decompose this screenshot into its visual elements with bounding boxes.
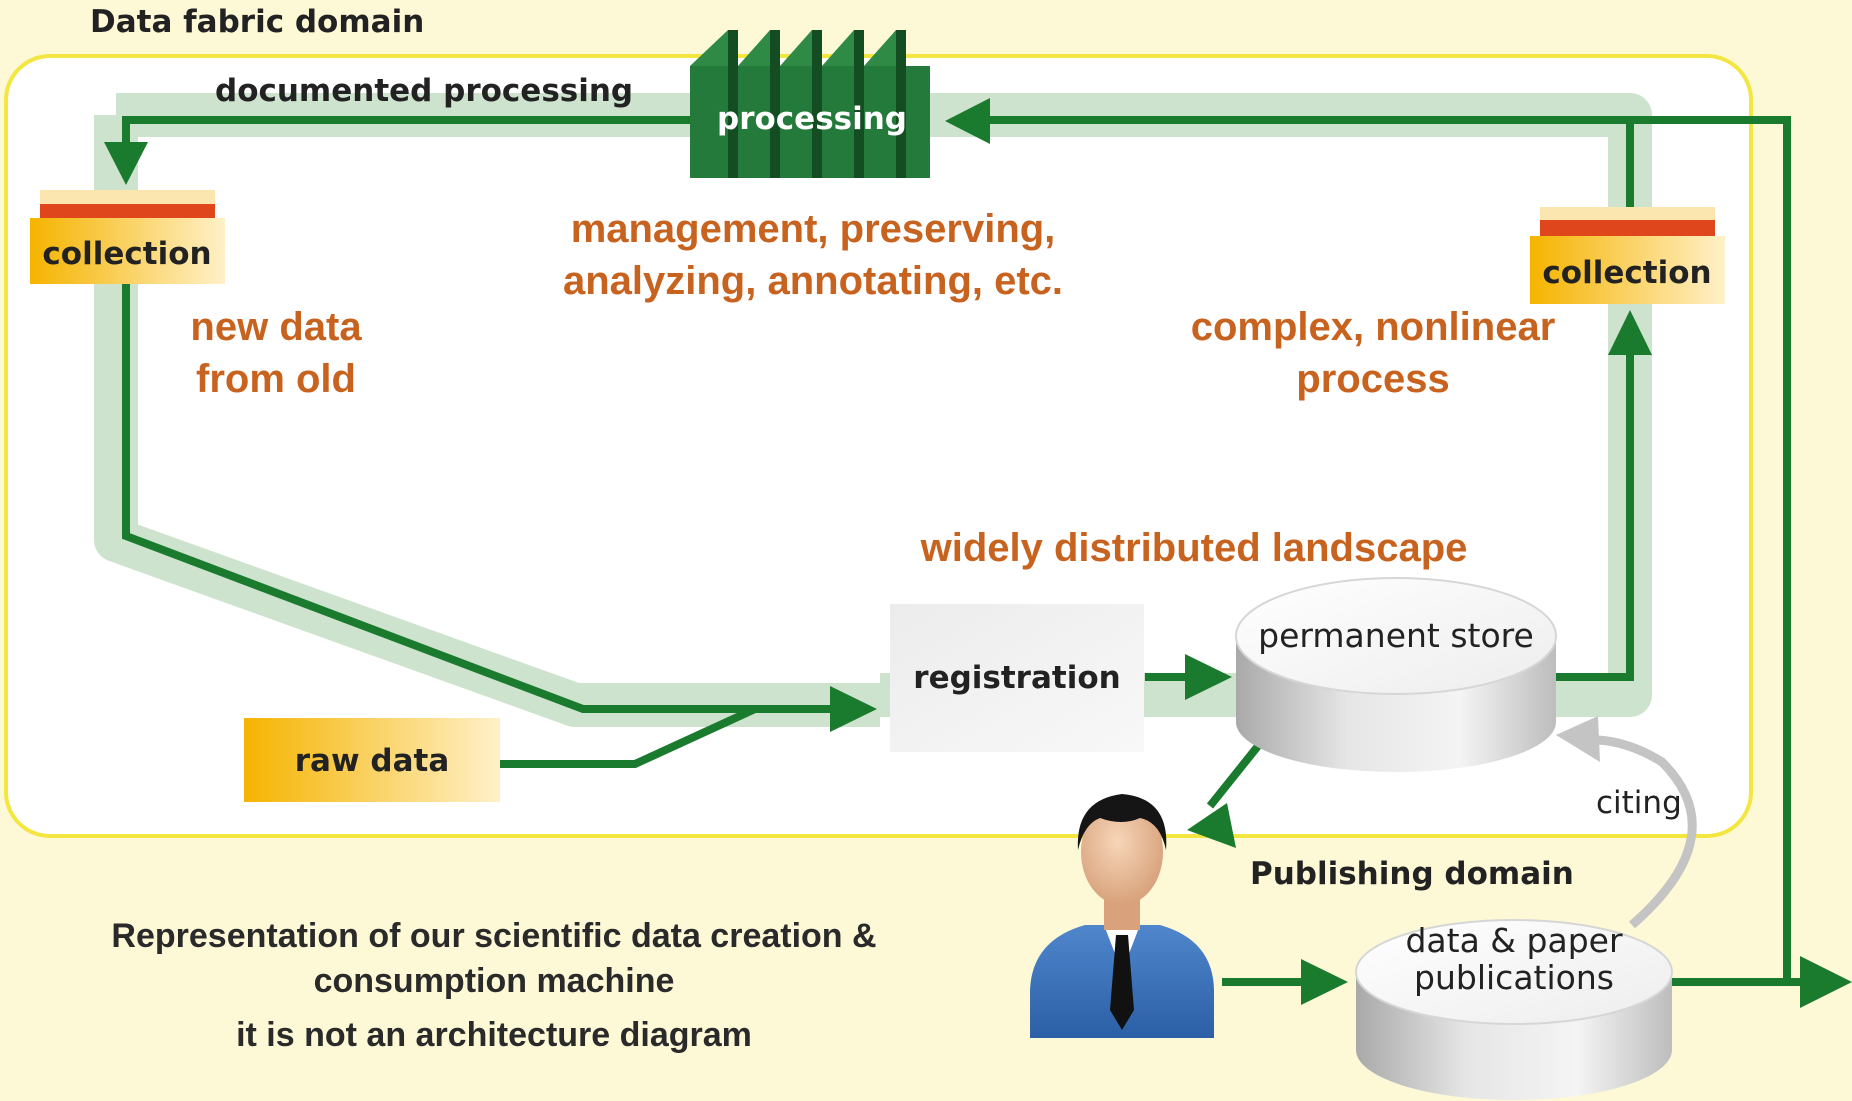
management-annotation-line1: management, preserving, (571, 207, 1056, 251)
collection-right: collection (1530, 207, 1725, 304)
arrowhead-into-collection-left (104, 142, 148, 185)
permanent-store-cylinder: permanent store (1235, 577, 1557, 772)
arrowhead-into-registration (830, 686, 877, 732)
arrowhead-into-person (1187, 803, 1236, 848)
permanent-store-label: permanent store (1258, 616, 1534, 655)
new-data-annotation-line2: from old (196, 357, 356, 401)
caption-line2: consumption machine (314, 962, 675, 1000)
flow-lines (122, 116, 1805, 986)
publications-label-line1: data & paper (1405, 921, 1622, 960)
publications-label-line2: publications (1414, 958, 1614, 997)
citing-label: citing (1596, 785, 1682, 821)
data-fabric-domain-title: Data fabric domain (90, 4, 424, 40)
caption-line3: it is not an architecture diagram (236, 1016, 752, 1054)
arrowhead-into-publications (1301, 959, 1348, 1005)
raw-data-box: raw data (244, 718, 500, 802)
collection-left-label: collection (42, 236, 211, 272)
management-annotation-line2: analyzing, annotating, etc. (563, 259, 1063, 303)
caption-line1: Representation of our scientific data cr… (111, 917, 876, 955)
collection-left: collection (30, 190, 225, 284)
citing-arrow (1556, 716, 1697, 929)
complex-annotation-line2: process (1296, 357, 1449, 401)
collection-right-label: collection (1542, 255, 1711, 291)
flow-documented-processing (122, 116, 690, 150)
person-icon (1030, 794, 1214, 1038)
widely-distributed-annotation: widely distributed landscape (920, 526, 1468, 570)
publishing-domain-title: Publishing domain (1250, 856, 1574, 892)
registration-label: registration (913, 660, 1120, 696)
arrowhead-into-collection-right (1608, 310, 1652, 355)
complex-annotation-line1: complex, nonlinear (1191, 305, 1556, 349)
raw-data-label: raw data (295, 743, 450, 779)
arrow-heads (104, 98, 1852, 1008)
arrowhead-out-right (1800, 956, 1852, 1008)
processing-block: processing (690, 30, 930, 178)
registration-box: registration (890, 604, 1144, 752)
flow-outer-loop (1575, 116, 1805, 986)
flow-left-down (122, 275, 845, 713)
flow-store-to-collection (1552, 350, 1634, 681)
documented-processing-label: documented processing (215, 73, 633, 109)
flow-raw-data (498, 705, 757, 768)
arrowhead-into-store (1185, 654, 1232, 700)
processing-label: processing (717, 101, 907, 137)
flow-store-to-person (1206, 743, 1262, 809)
publications-cylinder: data & paper publications (1355, 919, 1673, 1100)
arrowhead-into-processing (945, 98, 990, 144)
new-data-annotation-line1: new data (190, 305, 362, 349)
